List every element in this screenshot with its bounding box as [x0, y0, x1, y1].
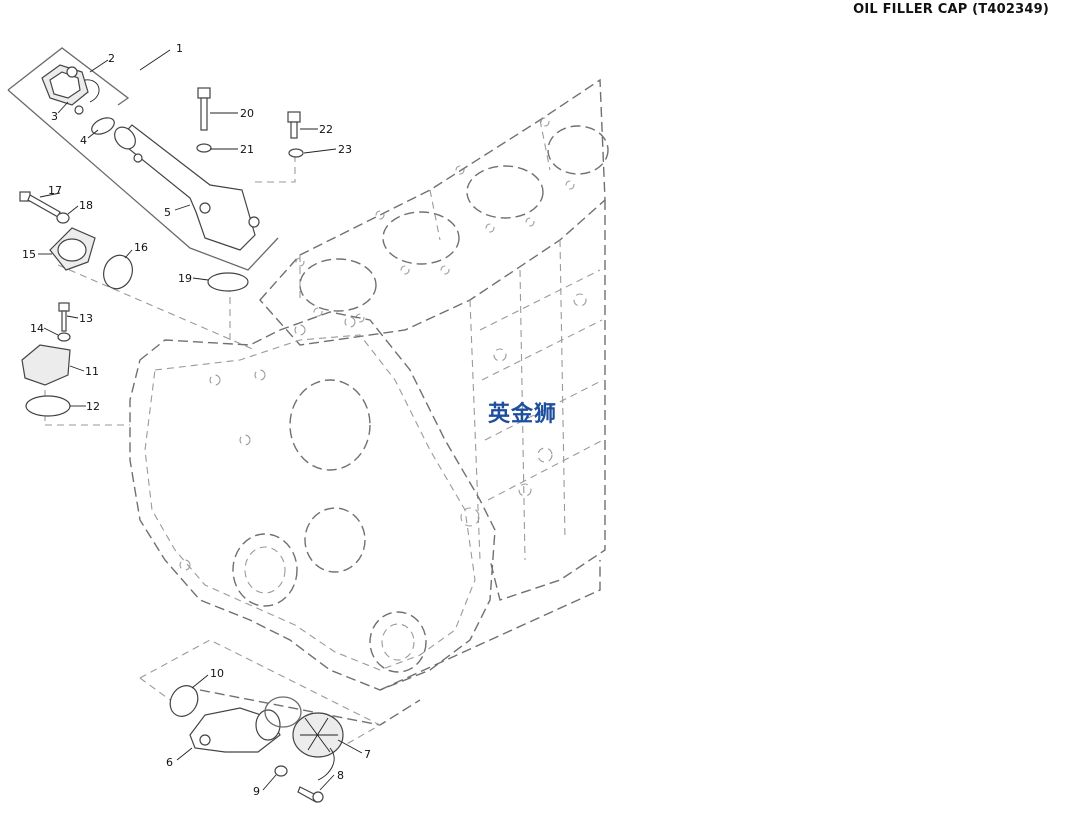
- cover-plate-11: [21, 344, 71, 386]
- bolt-13: [57, 302, 71, 342]
- filler-cap-top: [41, 64, 100, 115]
- washer-9: [274, 765, 288, 777]
- callout-9: 9: [253, 785, 260, 798]
- callout-3: 3: [51, 110, 58, 123]
- clamp-ring: [264, 696, 302, 728]
- callout-2: 2: [108, 52, 115, 65]
- filler-neck-6: [189, 707, 281, 753]
- callout-4: 4: [80, 134, 87, 147]
- bolt-17: [19, 191, 70, 224]
- bolt-22: [287, 111, 304, 158]
- callout-5: 5: [164, 206, 171, 219]
- o-ring-19: [207, 272, 249, 292]
- timing-cover-outline: [129, 311, 496, 691]
- callout-11: 11: [85, 365, 99, 378]
- callout-15: 15: [22, 248, 36, 261]
- bolt-8: [297, 786, 324, 803]
- o-ring-16: [103, 254, 133, 290]
- flange-plate-15: [49, 227, 96, 271]
- callout-1: 1: [176, 42, 183, 55]
- o-ring-10: [169, 685, 199, 717]
- filler-tube-elbow: [114, 124, 260, 251]
- o-ring-12: [25, 395, 71, 417]
- callout-7: 7: [364, 748, 371, 761]
- callout-14: 14: [30, 322, 44, 335]
- filler-cap-7: [292, 712, 344, 781]
- callout-22: 22: [319, 123, 333, 136]
- bolt-20: [196, 87, 212, 153]
- callout-23: 23: [338, 143, 352, 156]
- leader-lines: [38, 49, 363, 791]
- callout-12: 12: [86, 400, 100, 413]
- callout-6: 6: [166, 756, 173, 769]
- watermark-text: 英金狮: [488, 401, 557, 427]
- callout-18: 18: [79, 199, 93, 212]
- callout-8: 8: [337, 769, 344, 782]
- page-title: OIL FILLER CAP (T402349): [853, 2, 1049, 17]
- callout-21: 21: [240, 143, 254, 156]
- callout-17: 17: [48, 184, 62, 197]
- callout-10: 10: [210, 667, 224, 680]
- assembly-brackets: [7, 47, 382, 746]
- callout-20: 20: [240, 107, 254, 120]
- callout-13: 13: [79, 312, 93, 325]
- callout-16: 16: [134, 241, 148, 254]
- callout-19: 19: [178, 272, 192, 285]
